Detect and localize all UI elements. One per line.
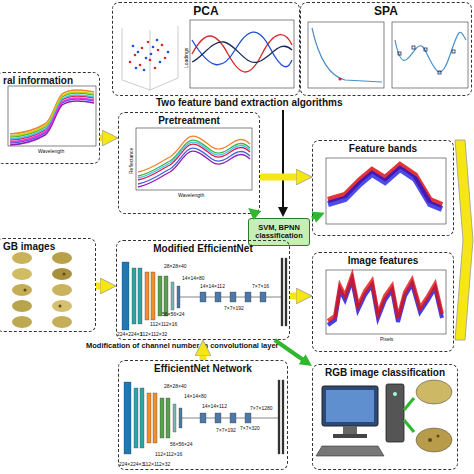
leaf-thumbnails	[12, 252, 72, 328]
spectrum-curve	[10, 90, 94, 134]
spectrum-curve	[10, 96, 94, 140]
tensor-size: 14×14×112	[200, 284, 225, 289]
pca-plot	[122, 20, 294, 90]
tensor-size: 7×7×320	[240, 426, 260, 431]
box-title: SVM, BPNN classification	[249, 224, 309, 241]
flow-arrow	[260, 174, 300, 181]
spectral-plot	[8, 86, 96, 146]
plot-axes	[190, 20, 294, 88]
plot-axes	[392, 22, 468, 88]
classification-arrow	[275, 340, 306, 362]
feature-box: Feature bands	[312, 140, 454, 236]
spectrum-curve	[138, 136, 250, 172]
network-box: EfficientNet Network	[118, 360, 288, 470]
scatter-points	[132, 39, 170, 72]
tensor-size: 7×7×16	[252, 284, 269, 289]
computer-icon	[316, 384, 404, 456]
tensor-size: 28×28×40	[164, 384, 187, 389]
network-box: Modified EfficientNet	[116, 240, 290, 340]
flow-arrow	[100, 135, 106, 142]
output-chevron	[455, 140, 473, 340]
spectrum-curve	[138, 140, 250, 176]
tensor-size: 56×56×24	[170, 442, 193, 447]
spectrum-curve	[138, 142, 250, 178]
annotation-label: Two feature band extraction algorithms	[156, 98, 343, 108]
flow-arrow	[200, 352, 207, 360]
tensor-size: 112×112×32	[143, 462, 170, 467]
healthy-feature-line	[328, 276, 442, 321]
selected-point	[339, 78, 342, 81]
tensor-size: 14×14×80	[182, 276, 205, 281]
axis-3d	[122, 26, 178, 90]
layer-links	[180, 297, 281, 298]
box-title: Image features	[313, 255, 453, 266]
plot-axes	[326, 270, 446, 334]
plot-axes	[136, 128, 252, 190]
loading-curve	[192, 42, 292, 63]
tensor-size: 14×14×80	[184, 394, 207, 399]
annotation-label: Modification of channel number in convol…	[86, 342, 279, 350]
axis-label: Reflectance	[129, 148, 134, 174]
output-box: RGB image classification	[312, 364, 458, 470]
axis-label: Pixels	[380, 337, 393, 342]
spectrum-curve	[138, 144, 250, 180]
band-markers	[398, 46, 455, 74]
tensor-size: 7×7×1280	[250, 406, 273, 411]
process-box: Pretreatment	[118, 112, 260, 214]
spectrum-curve	[10, 99, 94, 143]
tensor-size: 224×224×3	[117, 332, 142, 337]
classified-leaves	[404, 380, 452, 452]
tensor-size: 7×7×192	[216, 428, 236, 433]
tensor-size: 56×56×24	[162, 312, 185, 317]
spa-plot	[308, 22, 468, 88]
spectrum-curve	[138, 151, 250, 187]
tensor-size: 224×224×3	[119, 462, 144, 467]
axis-label: Wavelength	[178, 193, 204, 198]
loading-curve	[192, 32, 292, 67]
box-title: Modified EfficientNet	[117, 243, 289, 254]
tensor-size: 112×112×32	[140, 332, 167, 337]
plot-axes	[308, 22, 384, 88]
classifier-box: SVM, BPNN classification	[248, 218, 310, 246]
box-title: SPA	[301, 5, 471, 18]
tensor-size: 112×112×16	[150, 322, 177, 327]
box-title: RGB image classification	[313, 367, 457, 378]
network-layers	[122, 258, 287, 330]
scatter-points	[129, 41, 167, 70]
box-title: PCA	[113, 5, 299, 18]
tensor-size: 28×28×40	[164, 264, 187, 269]
method-box: SPA	[300, 2, 472, 96]
input-box: GB images	[0, 238, 96, 332]
spectrum-curve	[395, 32, 466, 72]
box-title: ral information	[0, 75, 99, 86]
method-box: PCA	[112, 2, 300, 96]
pretreatment-plot	[136, 128, 252, 190]
layer-links	[182, 418, 278, 419]
box-title: GB images	[0, 241, 95, 252]
spectrum-curve	[10, 92, 94, 136]
axis-label: Loadings	[184, 48, 189, 68]
spectrum-curve	[10, 98, 94, 142]
box-title: EfficientNet Network	[119, 363, 287, 374]
plot-axes	[8, 86, 96, 146]
flow-arrow	[96, 283, 104, 290]
box-title: Pretreatment	[119, 115, 259, 126]
image-feature-plot	[326, 270, 446, 334]
tensor-size: 14×14×112	[202, 404, 227, 409]
tensor-size: 7×7×192	[224, 306, 244, 311]
rmse-curve	[312, 28, 382, 82]
network-layers	[124, 380, 284, 454]
axis-label: Wavelength	[38, 149, 64, 154]
plot-axes	[326, 158, 446, 224]
flow-arrow	[290, 293, 300, 300]
tensor-size: 112×112×16	[155, 452, 182, 457]
box-title: Feature bands	[313, 143, 453, 154]
diseased-band	[328, 169, 442, 209]
feature-band-plot	[326, 158, 446, 224]
algorithm-arrow	[282, 110, 284, 212]
